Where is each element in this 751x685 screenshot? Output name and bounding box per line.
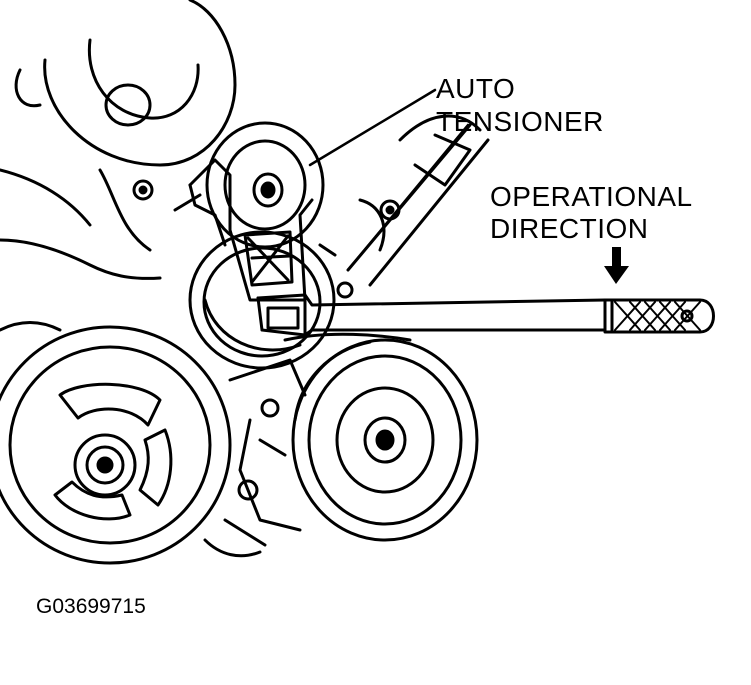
wrench-bar	[256, 293, 607, 337]
upper-left-pulley	[14, 0, 237, 167]
operational-direction-label-line2: DIRECTION	[490, 213, 649, 244]
operational-direction-label-line1: OPERATIONAL	[490, 181, 693, 212]
mounting-bracket	[223, 358, 307, 547]
figure-id: G03699715	[36, 595, 146, 618]
crankshaft-pulley	[0, 325, 232, 565]
engine-block-outline	[0, 114, 482, 280]
bolts	[132, 179, 401, 501]
callout-leader-lines	[308, 88, 470, 272]
auto-tensioner-label-line1: AUTO	[436, 73, 516, 104]
wrench-handle	[603, 298, 715, 334]
auto-tensioner	[188, 121, 325, 302]
lower-right-pulley	[283, 332, 479, 542]
lower-casing-lines	[0, 321, 262, 558]
auto-tensioner-label-line2: TENSIONER	[436, 106, 604, 137]
down-arrow-icon	[604, 247, 629, 284]
